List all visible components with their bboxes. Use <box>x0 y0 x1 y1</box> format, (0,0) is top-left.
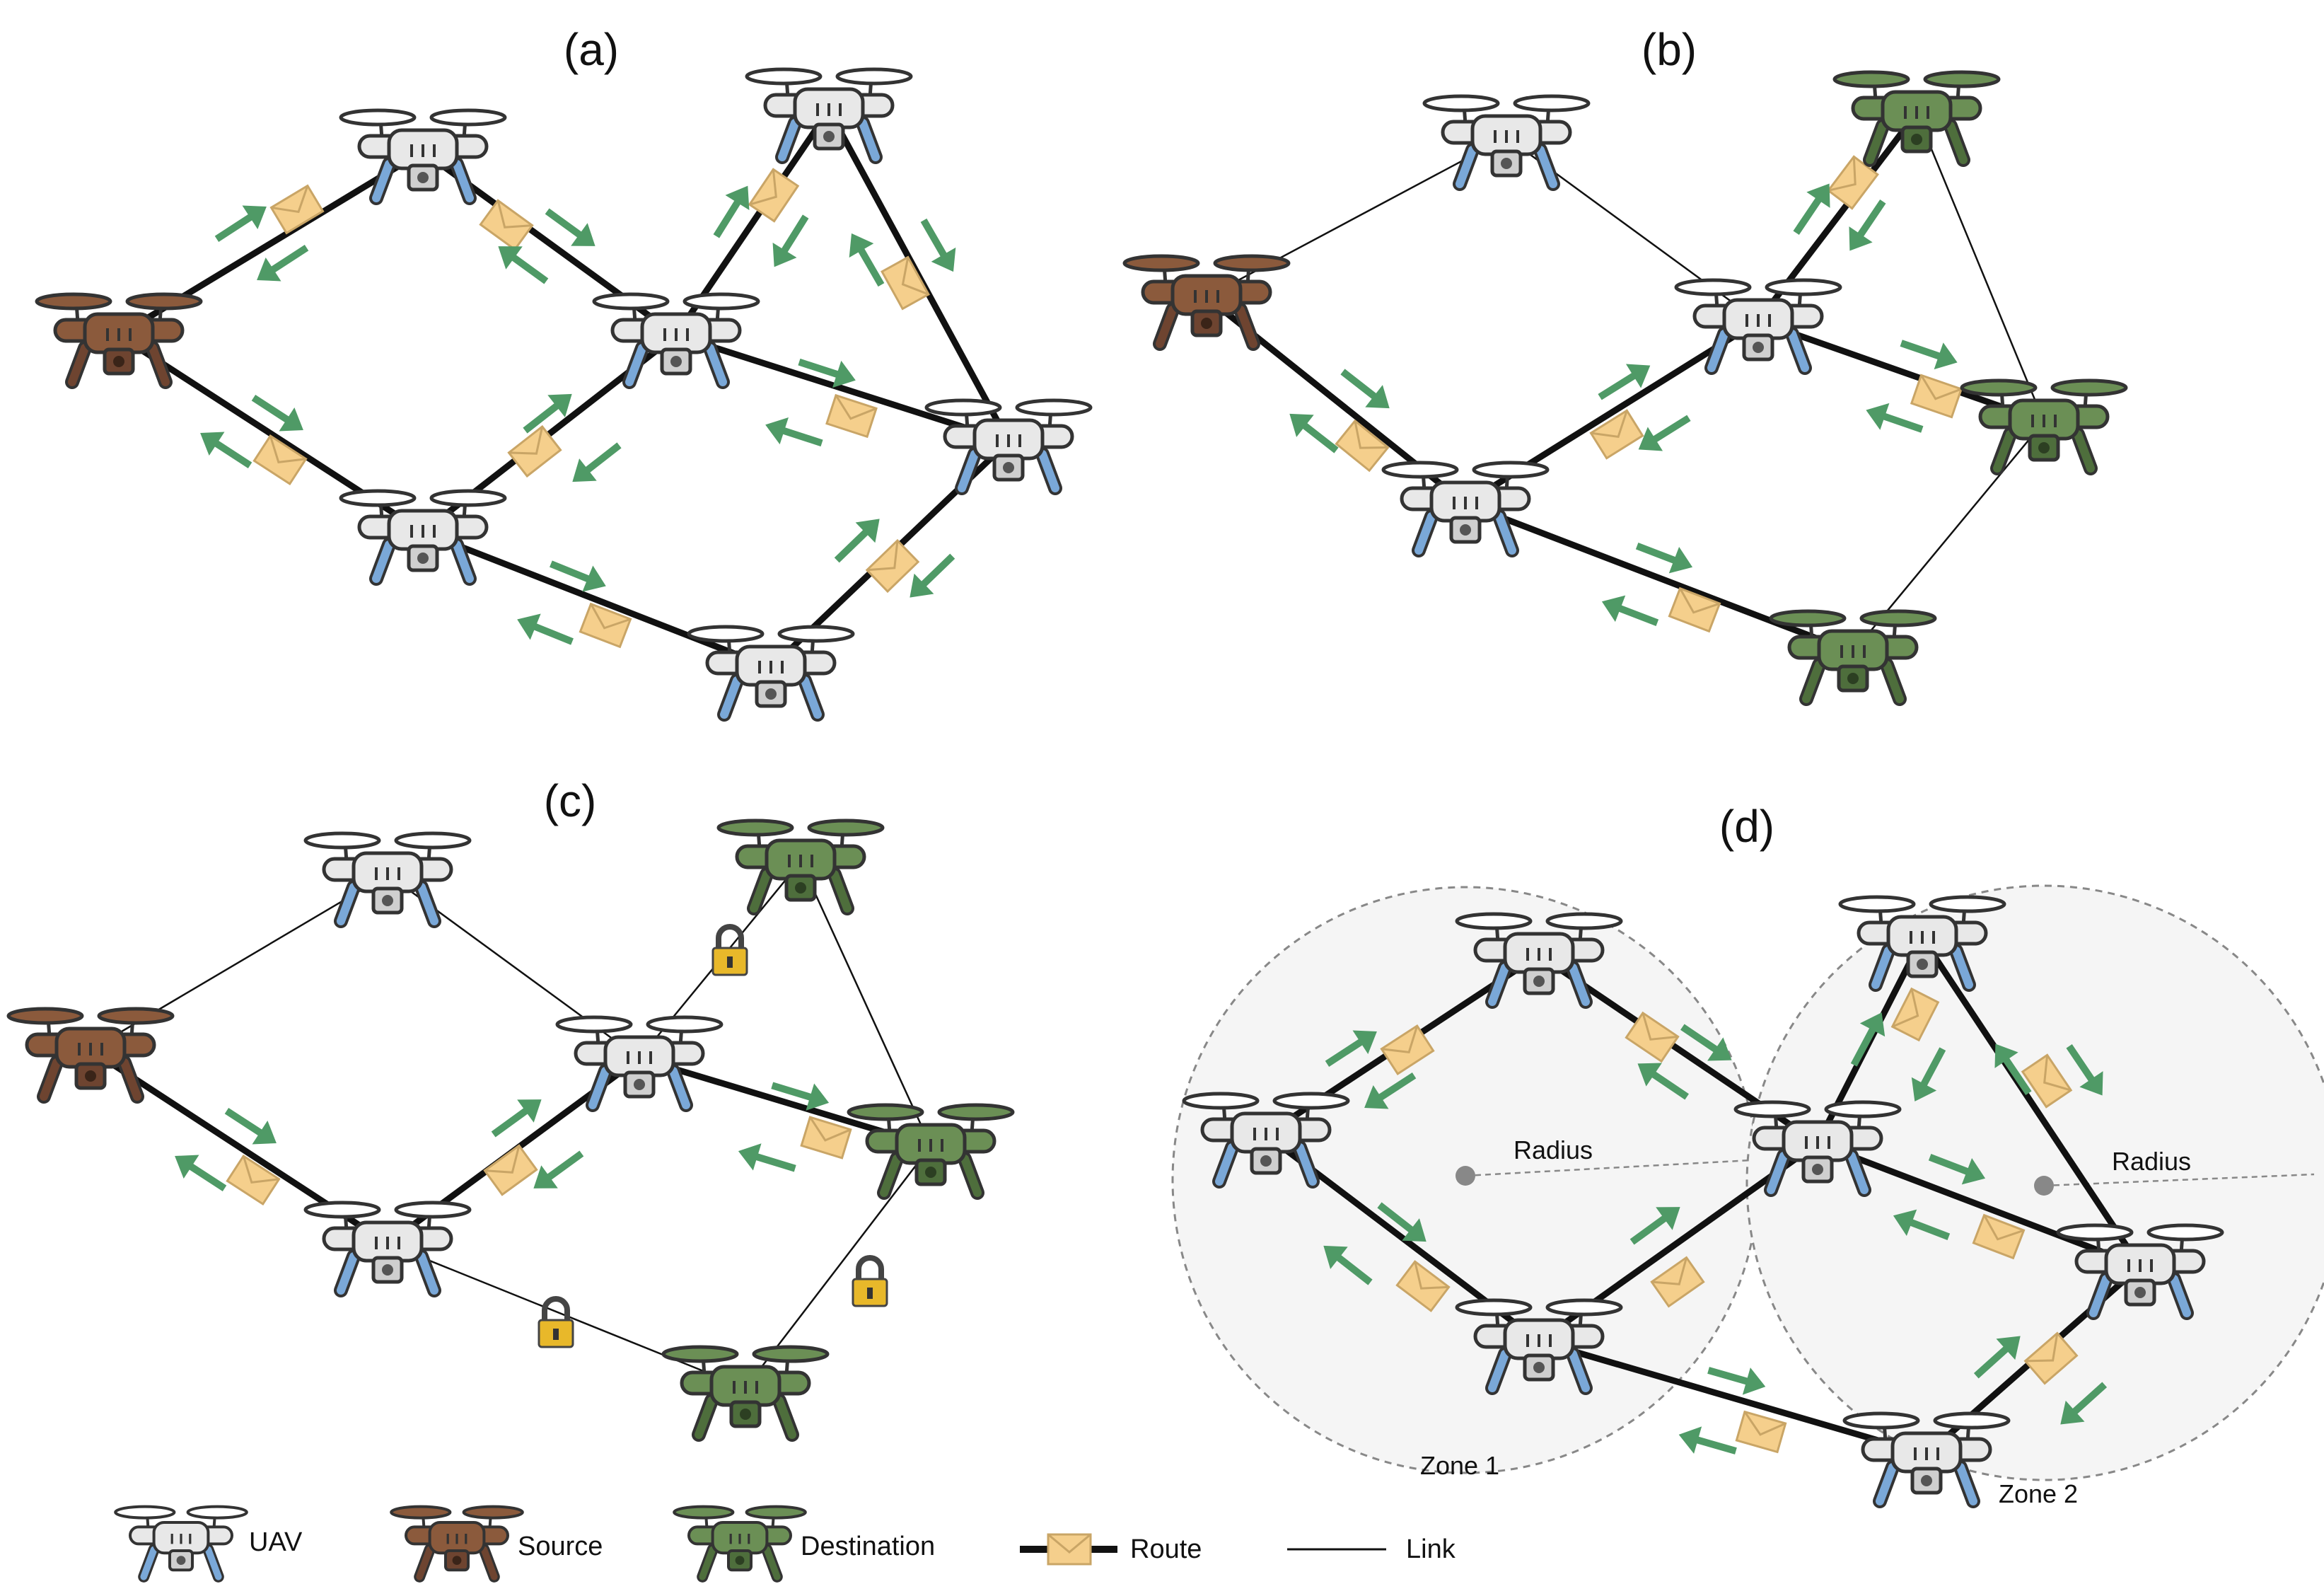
uav-drone <box>341 491 505 579</box>
destination-drone <box>1962 381 2126 468</box>
uav-drone <box>926 400 1091 488</box>
uav-drone <box>747 69 911 157</box>
source-drone <box>1125 256 1289 344</box>
legend-source-icon <box>391 1507 523 1577</box>
uav-drone <box>1424 96 1588 184</box>
routes <box>117 108 1011 671</box>
lock-icon <box>713 927 747 975</box>
destination-drone <box>1835 72 1999 160</box>
legend-link-label: Link <box>1406 1534 1456 1564</box>
uav-drone <box>306 1203 470 1290</box>
zone-2-label: Zone 2 <box>1999 1479 2078 1508</box>
legend-source-label: Source <box>518 1532 603 1561</box>
radius-label: Radius <box>1513 1135 1593 1164</box>
uav-drone <box>557 1017 721 1105</box>
legend-destination-label: Destination <box>801 1532 935 1561</box>
panel-d: (d) <box>1171 801 2324 1508</box>
legend-route-symbol <box>1020 1533 1117 1566</box>
zones <box>1171 884 2324 1481</box>
panel-d-title: (d) <box>1719 801 1774 852</box>
destination-drone <box>849 1105 1013 1193</box>
uav-drone <box>594 294 758 382</box>
panel-a: (a) <box>37 24 1091 715</box>
legend: UAV Source Destination Route Link <box>115 1507 1456 1577</box>
lock-icon <box>539 1299 573 1347</box>
uav-drone <box>1383 463 1547 550</box>
zone-1-center <box>1456 1166 1475 1186</box>
zone-1-label: Zone 1 <box>1420 1451 1499 1480</box>
lock-icon <box>853 1258 887 1306</box>
source-drone <box>8 1009 173 1097</box>
panel-c: (c) <box>8 775 1013 1435</box>
destination-drone <box>663 1347 827 1435</box>
uav-drone <box>689 627 853 715</box>
panel-a-title: (a) <box>564 24 619 75</box>
destination-drone <box>719 821 883 908</box>
legend-route-label: Route <box>1130 1534 1202 1564</box>
panel-c-title: (c) <box>544 775 597 826</box>
legend-uav-label: UAV <box>249 1527 303 1557</box>
destination-drone <box>1771 611 1935 699</box>
panel-b-title: (b) <box>1642 24 1697 75</box>
legend-uav-icon <box>115 1507 247 1577</box>
radius-label: Radius <box>2112 1147 2191 1176</box>
zone-2-center <box>2034 1176 2054 1196</box>
panel-b: (b) <box>1125 24 2126 699</box>
legend-destination-icon <box>674 1507 806 1577</box>
